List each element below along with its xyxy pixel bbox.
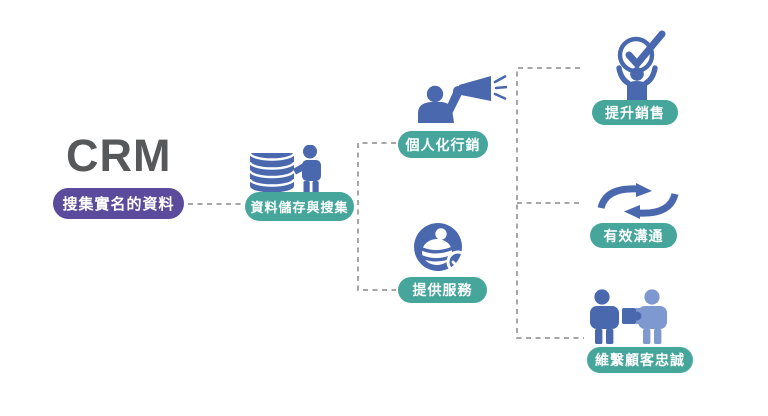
node-sales: 提升銷售 <box>592 100 678 125</box>
puzzle-people-icon <box>590 289 667 344</box>
node-root: 搜集實名的資料 <box>53 188 184 219</box>
diagram-title: CRM <box>66 130 172 181</box>
node-marketing: 個人化行銷 <box>398 131 488 158</box>
connector-right-bracket <box>516 67 584 339</box>
node-storage: 資料儲存與搜集 <box>245 192 354 221</box>
connector-left-bracket <box>357 142 396 291</box>
checkmark-cheering-person-icon <box>616 30 666 100</box>
node-loyalty: 維繫顧客忠誠 <box>587 347 693 373</box>
megaphone-person-icon <box>418 75 507 123</box>
node-communication: 有效溝通 <box>590 223 677 248</box>
customer-service-check-icon <box>414 223 470 274</box>
cycle-arrows-icon <box>597 183 679 219</box>
node-service: 提供服務 <box>398 277 487 303</box>
database-person-icon <box>250 145 321 195</box>
